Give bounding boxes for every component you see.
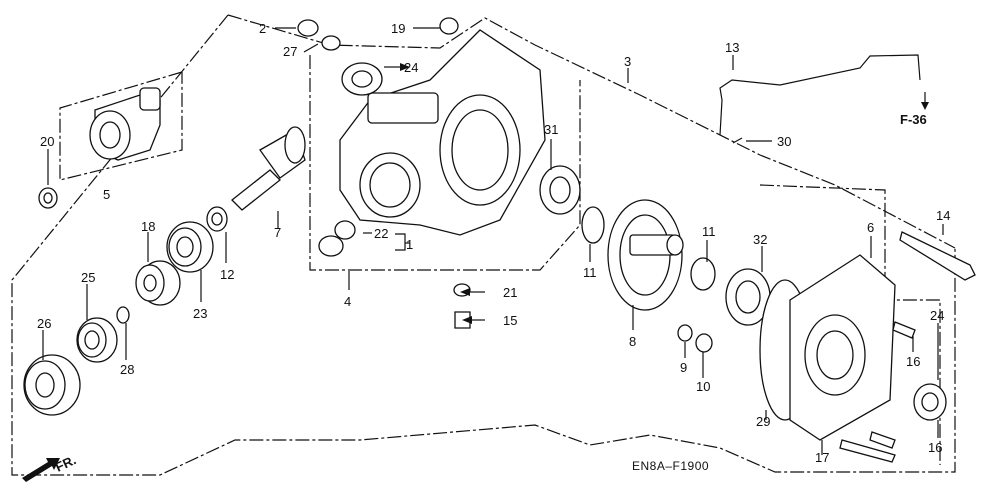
label-32: 32 [753, 232, 767, 247]
label-8: 8 [629, 334, 636, 349]
leader-arrow [400, 63, 410, 71]
label-19: 19 [391, 21, 405, 36]
case-bearing-part [539, 165, 581, 215]
leader-lines [42, 27, 944, 455]
svg-text:FR.: FR. [53, 452, 78, 474]
cover-part [759, 254, 896, 441]
ref-arrow [921, 102, 929, 110]
cover-bearing-part [725, 268, 771, 326]
label-30: 30 [777, 134, 791, 149]
small-washer-part [677, 324, 693, 342]
label-26: 26 [37, 316, 51, 331]
o-ring-part [116, 306, 130, 324]
label-3: 3 [624, 54, 631, 69]
front-direction-arrow: FR. [22, 452, 78, 482]
label-6: 6 [867, 220, 874, 235]
seal-part [76, 317, 118, 363]
label-27: 27 [283, 44, 297, 59]
label-9: 9 [680, 360, 687, 375]
label-14: 14 [936, 208, 950, 223]
cap-part [439, 17, 459, 35]
pinion-shaft-part [231, 126, 306, 211]
label-12: 12 [220, 267, 234, 282]
label-28: 28 [120, 362, 134, 377]
label-11b: 11 [583, 265, 597, 280]
label-4: 4 [344, 294, 351, 309]
clip-part [334, 220, 356, 240]
label-25: 25 [81, 270, 95, 285]
label-16b: 16 [928, 440, 942, 455]
label-24a: 24 [404, 60, 418, 75]
label-31: 31 [544, 122, 558, 137]
label-1: 1 [406, 237, 413, 252]
label-29: 29 [756, 414, 770, 429]
label-23: 23 [193, 306, 207, 321]
label-18: 18 [141, 219, 155, 234]
ref-page-label[interactable]: F-36 [900, 112, 927, 127]
bearing-part [166, 221, 214, 273]
label-16a: 16 [906, 354, 920, 369]
label-22: 22 [374, 226, 388, 241]
ring-gear-part [607, 199, 684, 311]
oil-seal-part [23, 354, 81, 416]
label-17: 17 [815, 450, 829, 465]
label-11a: 11 [702, 224, 716, 239]
nut-part [38, 187, 58, 209]
group-outlines [11, 14, 956, 476]
label-13: 13 [725, 40, 739, 55]
top-seal-part [341, 62, 383, 96]
gear-case-part [339, 29, 546, 236]
long-bolt-part [899, 231, 976, 281]
label-2: 2 [259, 21, 266, 36]
breather-tube-part [719, 54, 921, 136]
flange-part [89, 87, 161, 161]
taper-bearing-part [135, 260, 181, 306]
label-20: 20 [40, 134, 54, 149]
part-number-labels: 1 2 3 4 5 6 7 8 9 10 11 11 12 13 14 15 1… [37, 21, 950, 465]
label-15: 15 [503, 313, 517, 328]
diagram-code: EN8A–F1900 [632, 459, 709, 473]
label-24b: 24 [930, 308, 944, 323]
label-21: 21 [503, 285, 517, 300]
label-5: 5 [103, 187, 110, 202]
label-7: 7 [274, 225, 281, 240]
plug-part [297, 19, 319, 37]
label-10: 10 [696, 379, 710, 394]
shim-part [581, 206, 605, 244]
cover-bolt-part [892, 321, 916, 339]
